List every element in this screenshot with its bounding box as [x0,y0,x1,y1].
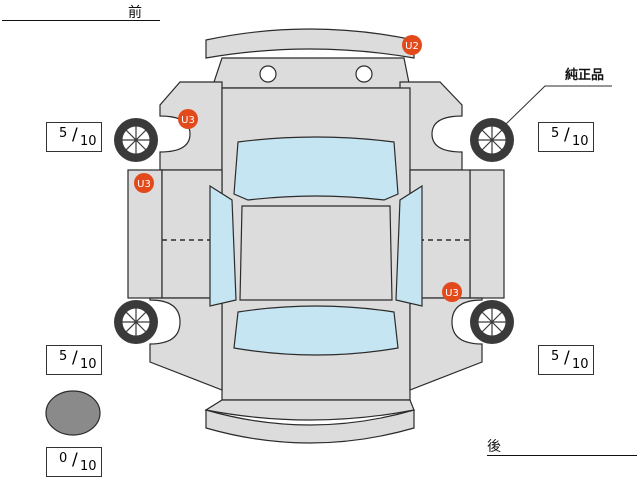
rear-bumper [205,409,415,444]
fender-front-right [399,81,463,171]
tire-rating-rear-left: 5 / 10 [46,345,102,375]
tire-rating-front-left: 5 / 10 [46,122,102,152]
tire-score: 5 [59,349,68,364]
headlight-right [355,65,373,83]
damage-marker-front-left-door-sill: U3 [134,173,154,193]
front-bumper [205,28,415,59]
svg-text:U3: U3 [181,115,195,126]
trunk [204,399,415,421]
headlight-left [259,65,277,83]
genuine-parts-label: 純正品 [565,68,605,83]
windshield [233,136,399,201]
side-window-left [209,184,237,307]
damage-marker-rear-right-door: U3 [442,282,462,302]
tire-denominator: 10 [80,459,97,474]
tire-denominator: 10 [80,357,97,372]
damage-marker-front-left-fender: U3 [178,109,198,129]
front-label: 前 [128,5,142,21]
genuine-parts-leader [504,85,612,126]
sill-right [469,169,505,299]
wheel-front-left-icon [114,118,158,162]
tire-score: 5 [551,126,560,141]
front-underline [2,20,160,21]
damage-marker-front-bumper: U2 [402,35,422,55]
side-window-right [395,184,423,307]
tire-score: 5 [551,349,560,364]
svg-text:U3: U3 [445,288,459,299]
wheel-front-right-icon [470,118,514,162]
tire-rating-rear-right: 5 / 10 [538,345,594,375]
hood [211,57,411,89]
tire-denominator: 10 [80,134,97,149]
svg-text:U3: U3 [137,179,151,190]
tire-score: 0 [59,451,68,466]
spare-tire-icon [45,390,101,436]
tire-score: 5 [59,126,68,141]
rear-label: 後 [487,439,501,455]
tire-denominator: 10 [572,134,589,149]
wheel-rear-left-icon [114,300,158,344]
quarter-rear-right [409,297,483,391]
wheel-rear-right-icon [470,300,514,344]
roof [239,205,393,301]
svg-text:U2: U2 [405,41,419,52]
tire-rating-spare: 0 / 10 [46,447,102,477]
quarter-rear-left [149,297,223,391]
tire-rating-front-right: 5 / 10 [538,122,594,152]
rear-underline [487,455,637,456]
tire-denominator: 10 [572,357,589,372]
rear-window [233,305,399,356]
